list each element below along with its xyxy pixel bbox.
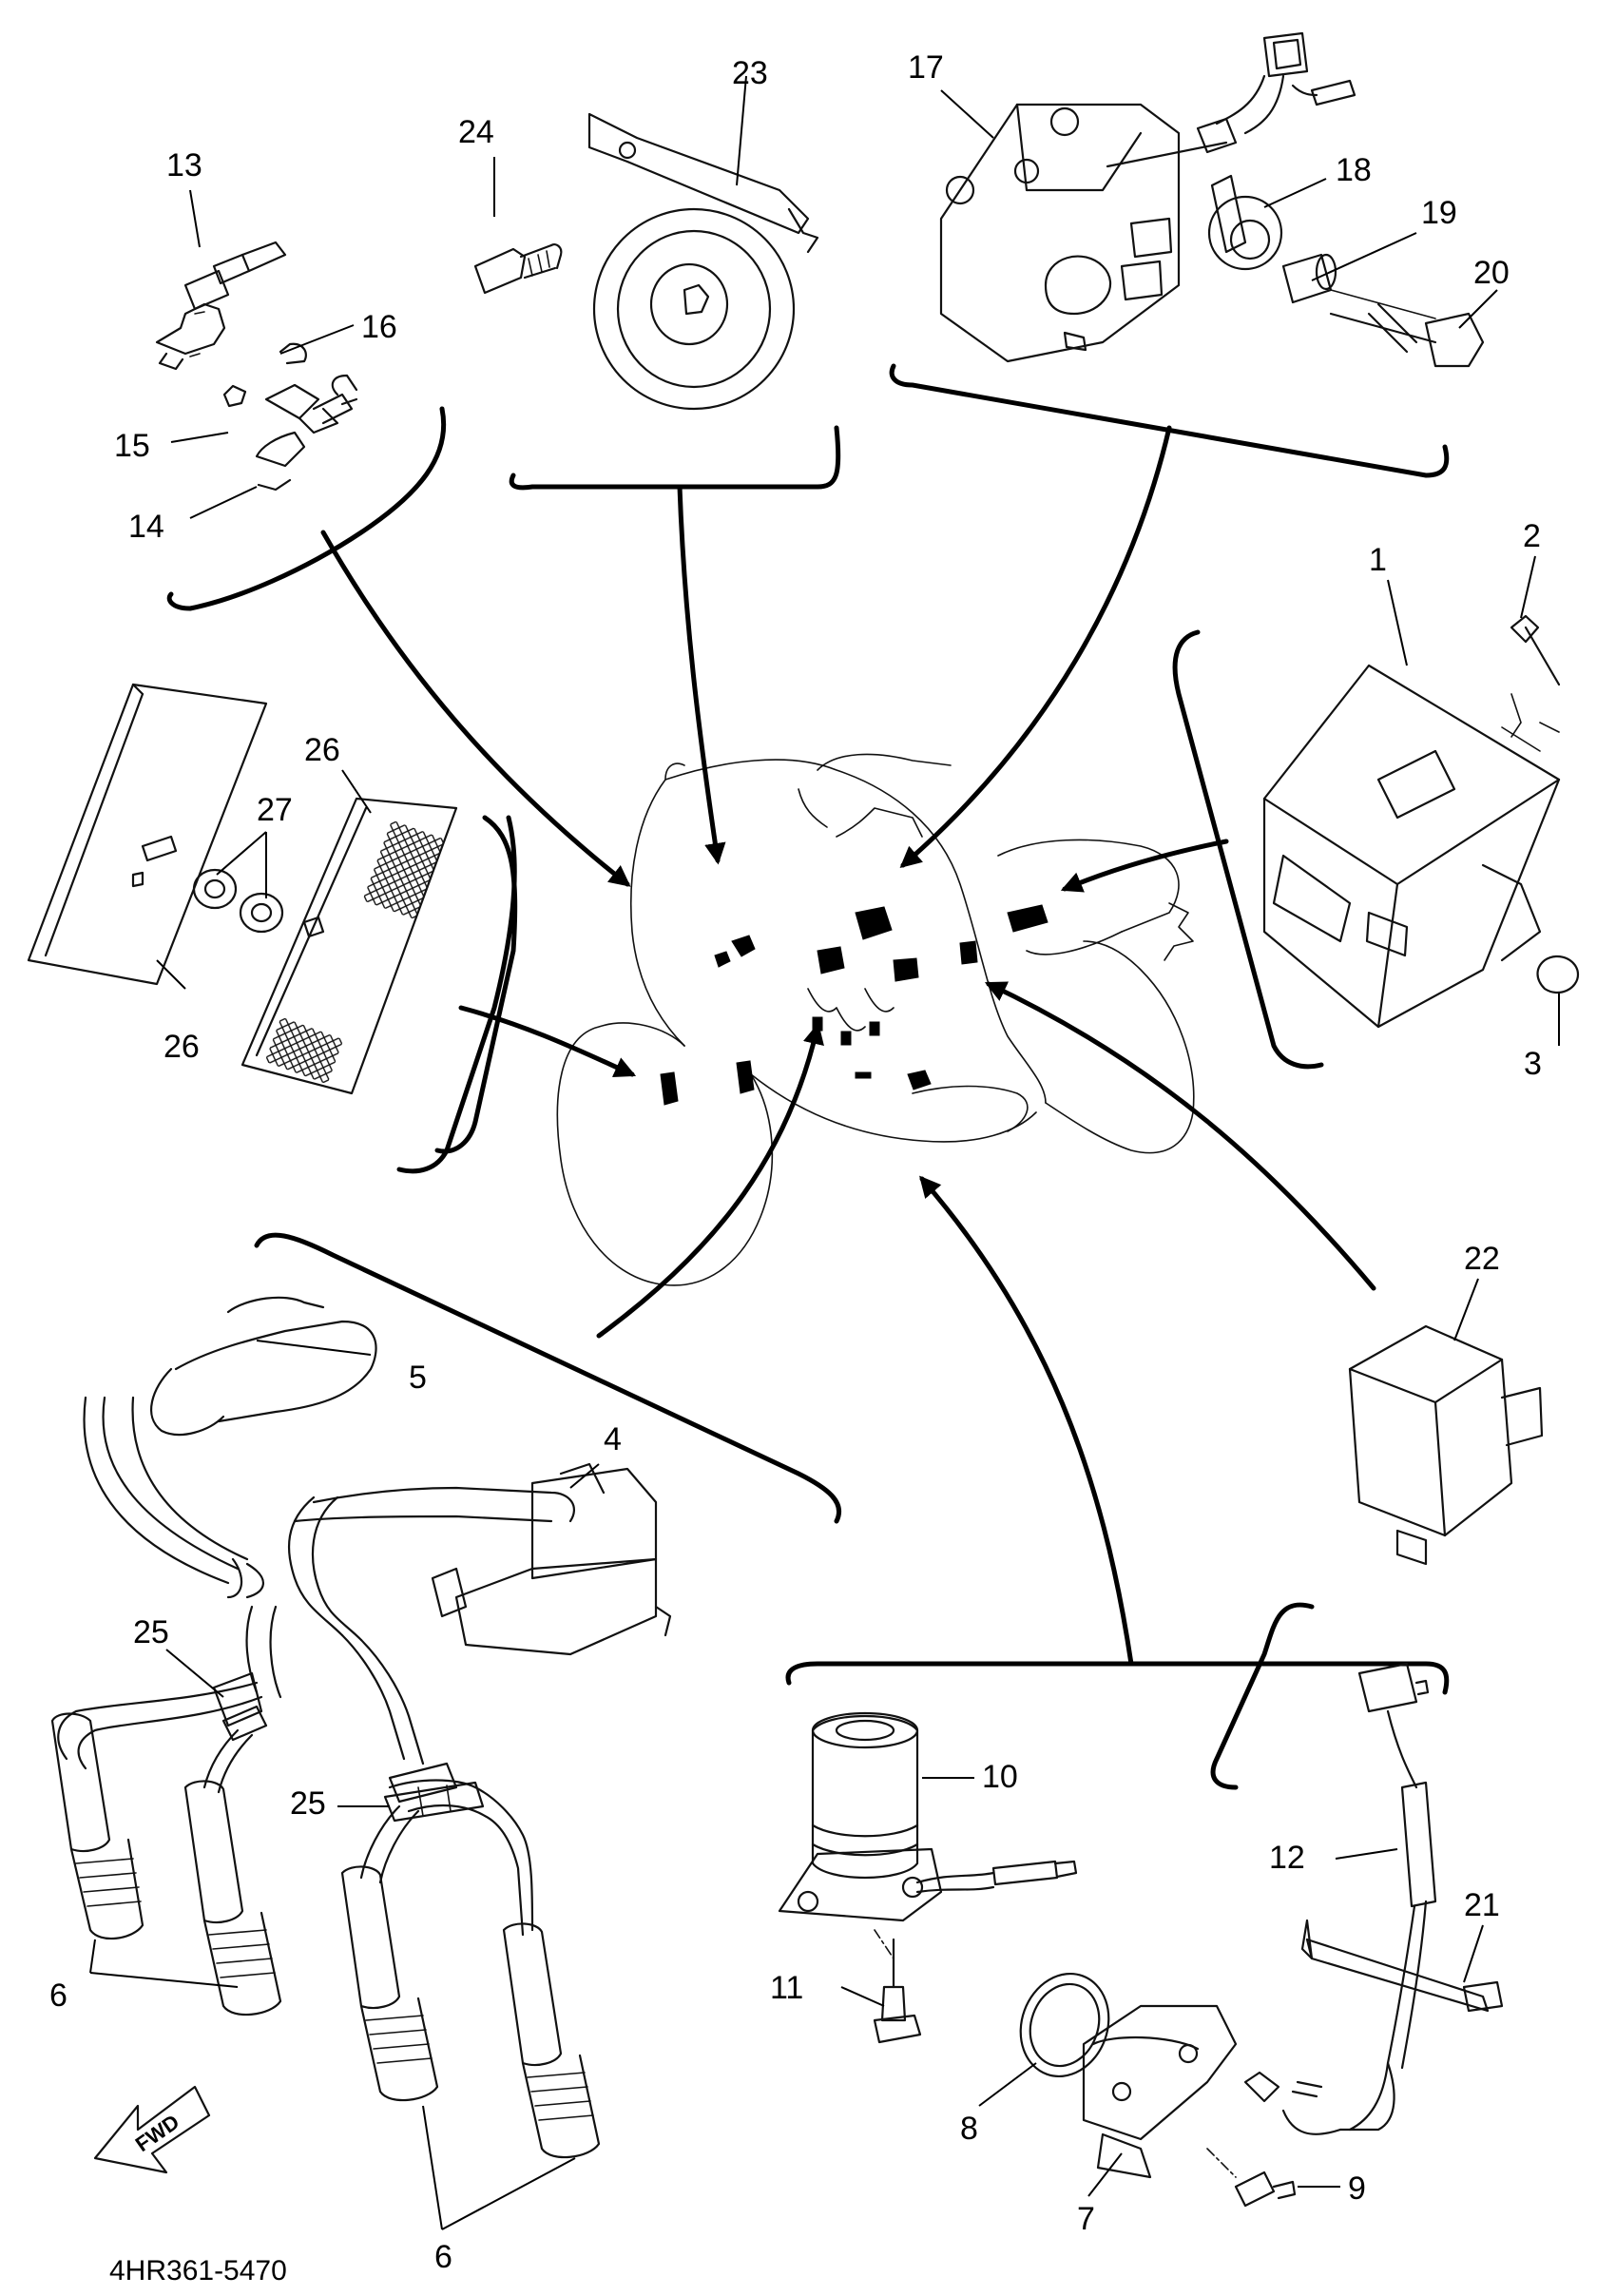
part-number-6a: 6 bbox=[49, 1978, 67, 2014]
part-number-23: 23 bbox=[732, 55, 768, 91]
motorcycle-outline bbox=[556, 753, 1195, 1286]
ignition-coil-group bbox=[50, 1296, 672, 2159]
part-number-24: 24 bbox=[458, 114, 494, 150]
regulator-relay-group bbox=[939, 31, 1485, 368]
part-number-3: 3 bbox=[1524, 1046, 1542, 1082]
cdi-unit-group bbox=[1262, 614, 1580, 1029]
reflector-group bbox=[27, 683, 517, 1174]
part-number-20: 20 bbox=[1473, 255, 1510, 291]
part-number-9: 9 bbox=[1348, 2171, 1366, 2207]
leader-lines bbox=[89, 75, 1560, 2230]
drawing-code: 4HR361-5470 bbox=[109, 2255, 287, 2286]
relay-group bbox=[1348, 1324, 1544, 1566]
temperature-sensors-group bbox=[155, 241, 358, 492]
group-brackets bbox=[166, 363, 1450, 1790]
part-number-4: 4 bbox=[604, 1421, 622, 1457]
part-number-26b: 26 bbox=[164, 1029, 200, 1065]
part-number-14: 14 bbox=[128, 509, 164, 545]
part-number-12: 12 bbox=[1269, 1840, 1305, 1876]
part-number-13: 13 bbox=[166, 147, 202, 183]
part-number-11: 11 bbox=[770, 1970, 803, 2006]
part-number-21: 21 bbox=[1464, 1887, 1500, 1923]
part-number-10: 10 bbox=[982, 1759, 1018, 1795]
part-number-17: 17 bbox=[908, 49, 944, 86]
part-number-26a: 26 bbox=[304, 732, 340, 768]
part-number-2: 2 bbox=[1523, 518, 1541, 554]
part-number-16: 16 bbox=[361, 309, 397, 345]
part-number-1: 1 bbox=[1369, 542, 1387, 578]
horn-group bbox=[473, 112, 819, 411]
part-number-6b: 6 bbox=[434, 2239, 452, 2275]
part-number-18: 18 bbox=[1336, 152, 1372, 188]
part-number-25b: 25 bbox=[290, 1785, 326, 1822]
part-number-27: 27 bbox=[257, 792, 293, 828]
part-number-8: 8 bbox=[960, 2111, 978, 2147]
forward-direction-indicator: FWD bbox=[93, 2085, 211, 2174]
callout-arrows bbox=[320, 425, 1376, 1667]
part-number-7: 7 bbox=[1077, 2201, 1095, 2237]
part-number-25a: 25 bbox=[133, 1614, 169, 1650]
part-number-22: 22 bbox=[1464, 1241, 1500, 1277]
sender-unit-group bbox=[778, 1711, 1078, 2044]
part-number-labels: 1 2 3 4 5 6 6 7 8 9 10 11 12 13 14 15 16… bbox=[49, 49, 1542, 2275]
part-number-15: 15 bbox=[114, 428, 150, 464]
part-number-19: 19 bbox=[1421, 195, 1457, 231]
part-number-5: 5 bbox=[409, 1360, 427, 1396]
speed-sensor-group bbox=[874, 1662, 1504, 2208]
